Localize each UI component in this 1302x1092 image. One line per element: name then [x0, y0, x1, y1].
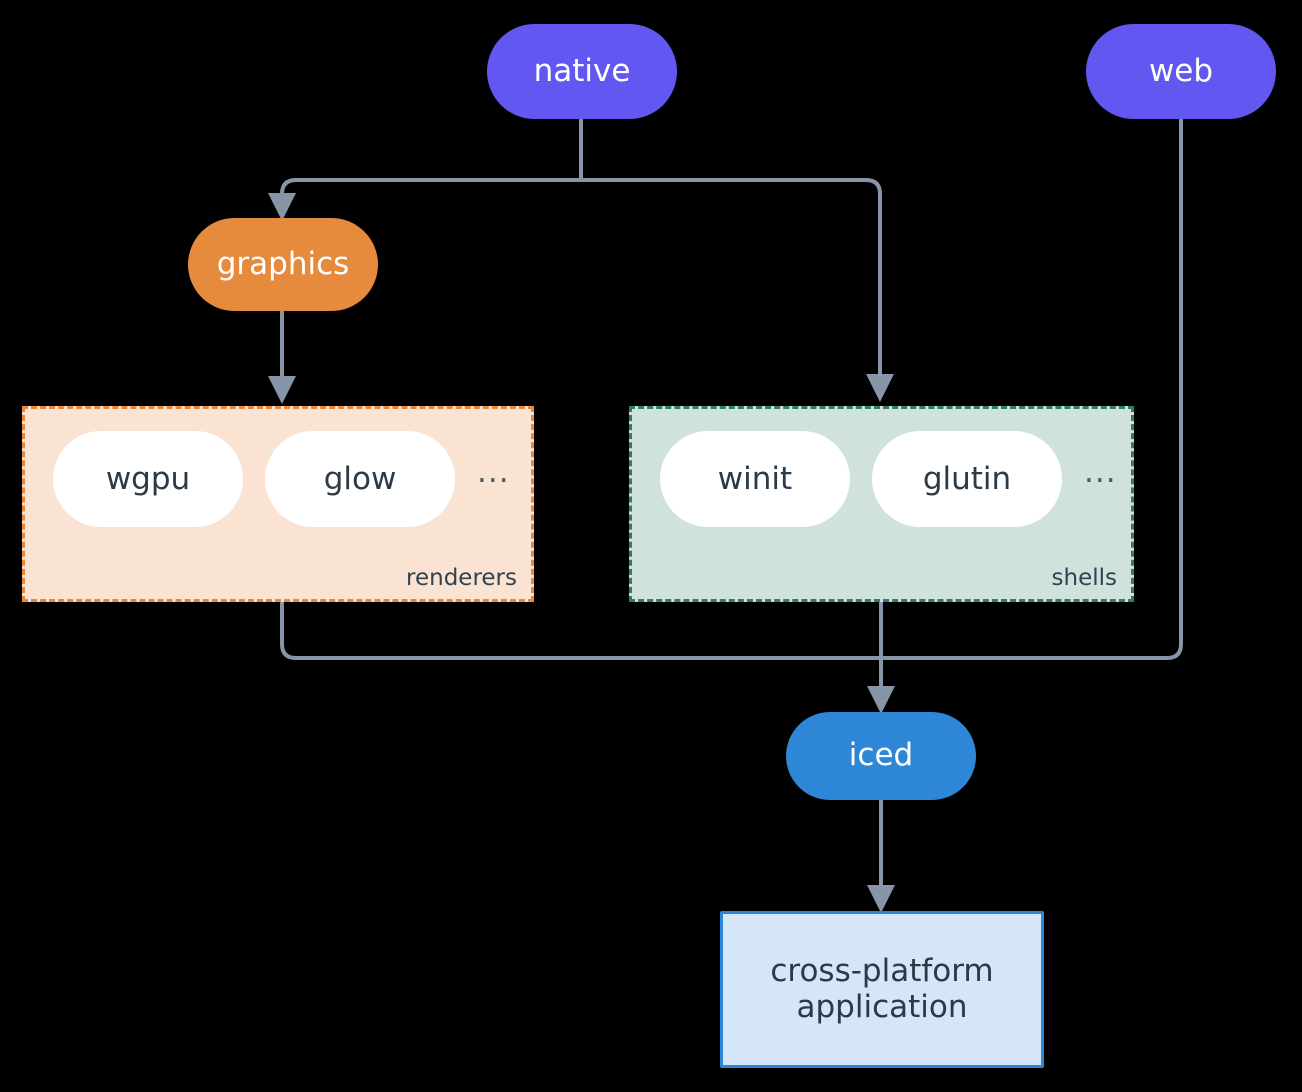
chip-glutin[interactable]: glutin	[872, 431, 1062, 527]
node-native[interactable]: native	[487, 24, 677, 119]
node-iced-label: iced	[848, 737, 914, 774]
edge-native-to-graphics	[268, 178, 581, 221]
group-renderers: wgpu glow ... renderers	[22, 406, 534, 602]
node-application-line2: application	[796, 988, 968, 1025]
edge-renderers-to-iced	[280, 602, 881, 660]
chip-winit-label: winit	[717, 461, 793, 497]
node-application[interactable]: cross-platform application	[720, 911, 1044, 1068]
node-native-label: native	[533, 52, 631, 89]
group-shells-caption: shells	[1051, 565, 1117, 591]
group-renderers-items: wgpu glow ...	[25, 431, 531, 527]
node-graphics[interactable]: graphics	[188, 218, 378, 311]
node-web-label: web	[1148, 52, 1214, 89]
chip-wgpu[interactable]: wgpu	[53, 431, 243, 527]
group-shells: winit glutin ... shells	[629, 406, 1134, 602]
group-renderers-caption: renderers	[406, 565, 517, 591]
group-shells-items: winit glutin ...	[632, 431, 1131, 527]
edge-native-to-shells	[581, 178, 894, 402]
renderers-ellipsis: ...	[477, 453, 510, 490]
chip-glow-label: glow	[323, 461, 397, 497]
node-application-line1: cross-platform	[770, 952, 994, 989]
shells-ellipsis: ...	[1084, 453, 1117, 490]
node-iced[interactable]: iced	[786, 712, 976, 800]
node-graphics-label: graphics	[216, 245, 350, 282]
chip-winit[interactable]: winit	[660, 431, 850, 527]
node-web[interactable]: web	[1086, 24, 1276, 119]
chip-glutin-label: glutin	[922, 461, 1012, 497]
chip-glow[interactable]: glow	[265, 431, 455, 527]
chip-wgpu-label: wgpu	[105, 461, 191, 497]
